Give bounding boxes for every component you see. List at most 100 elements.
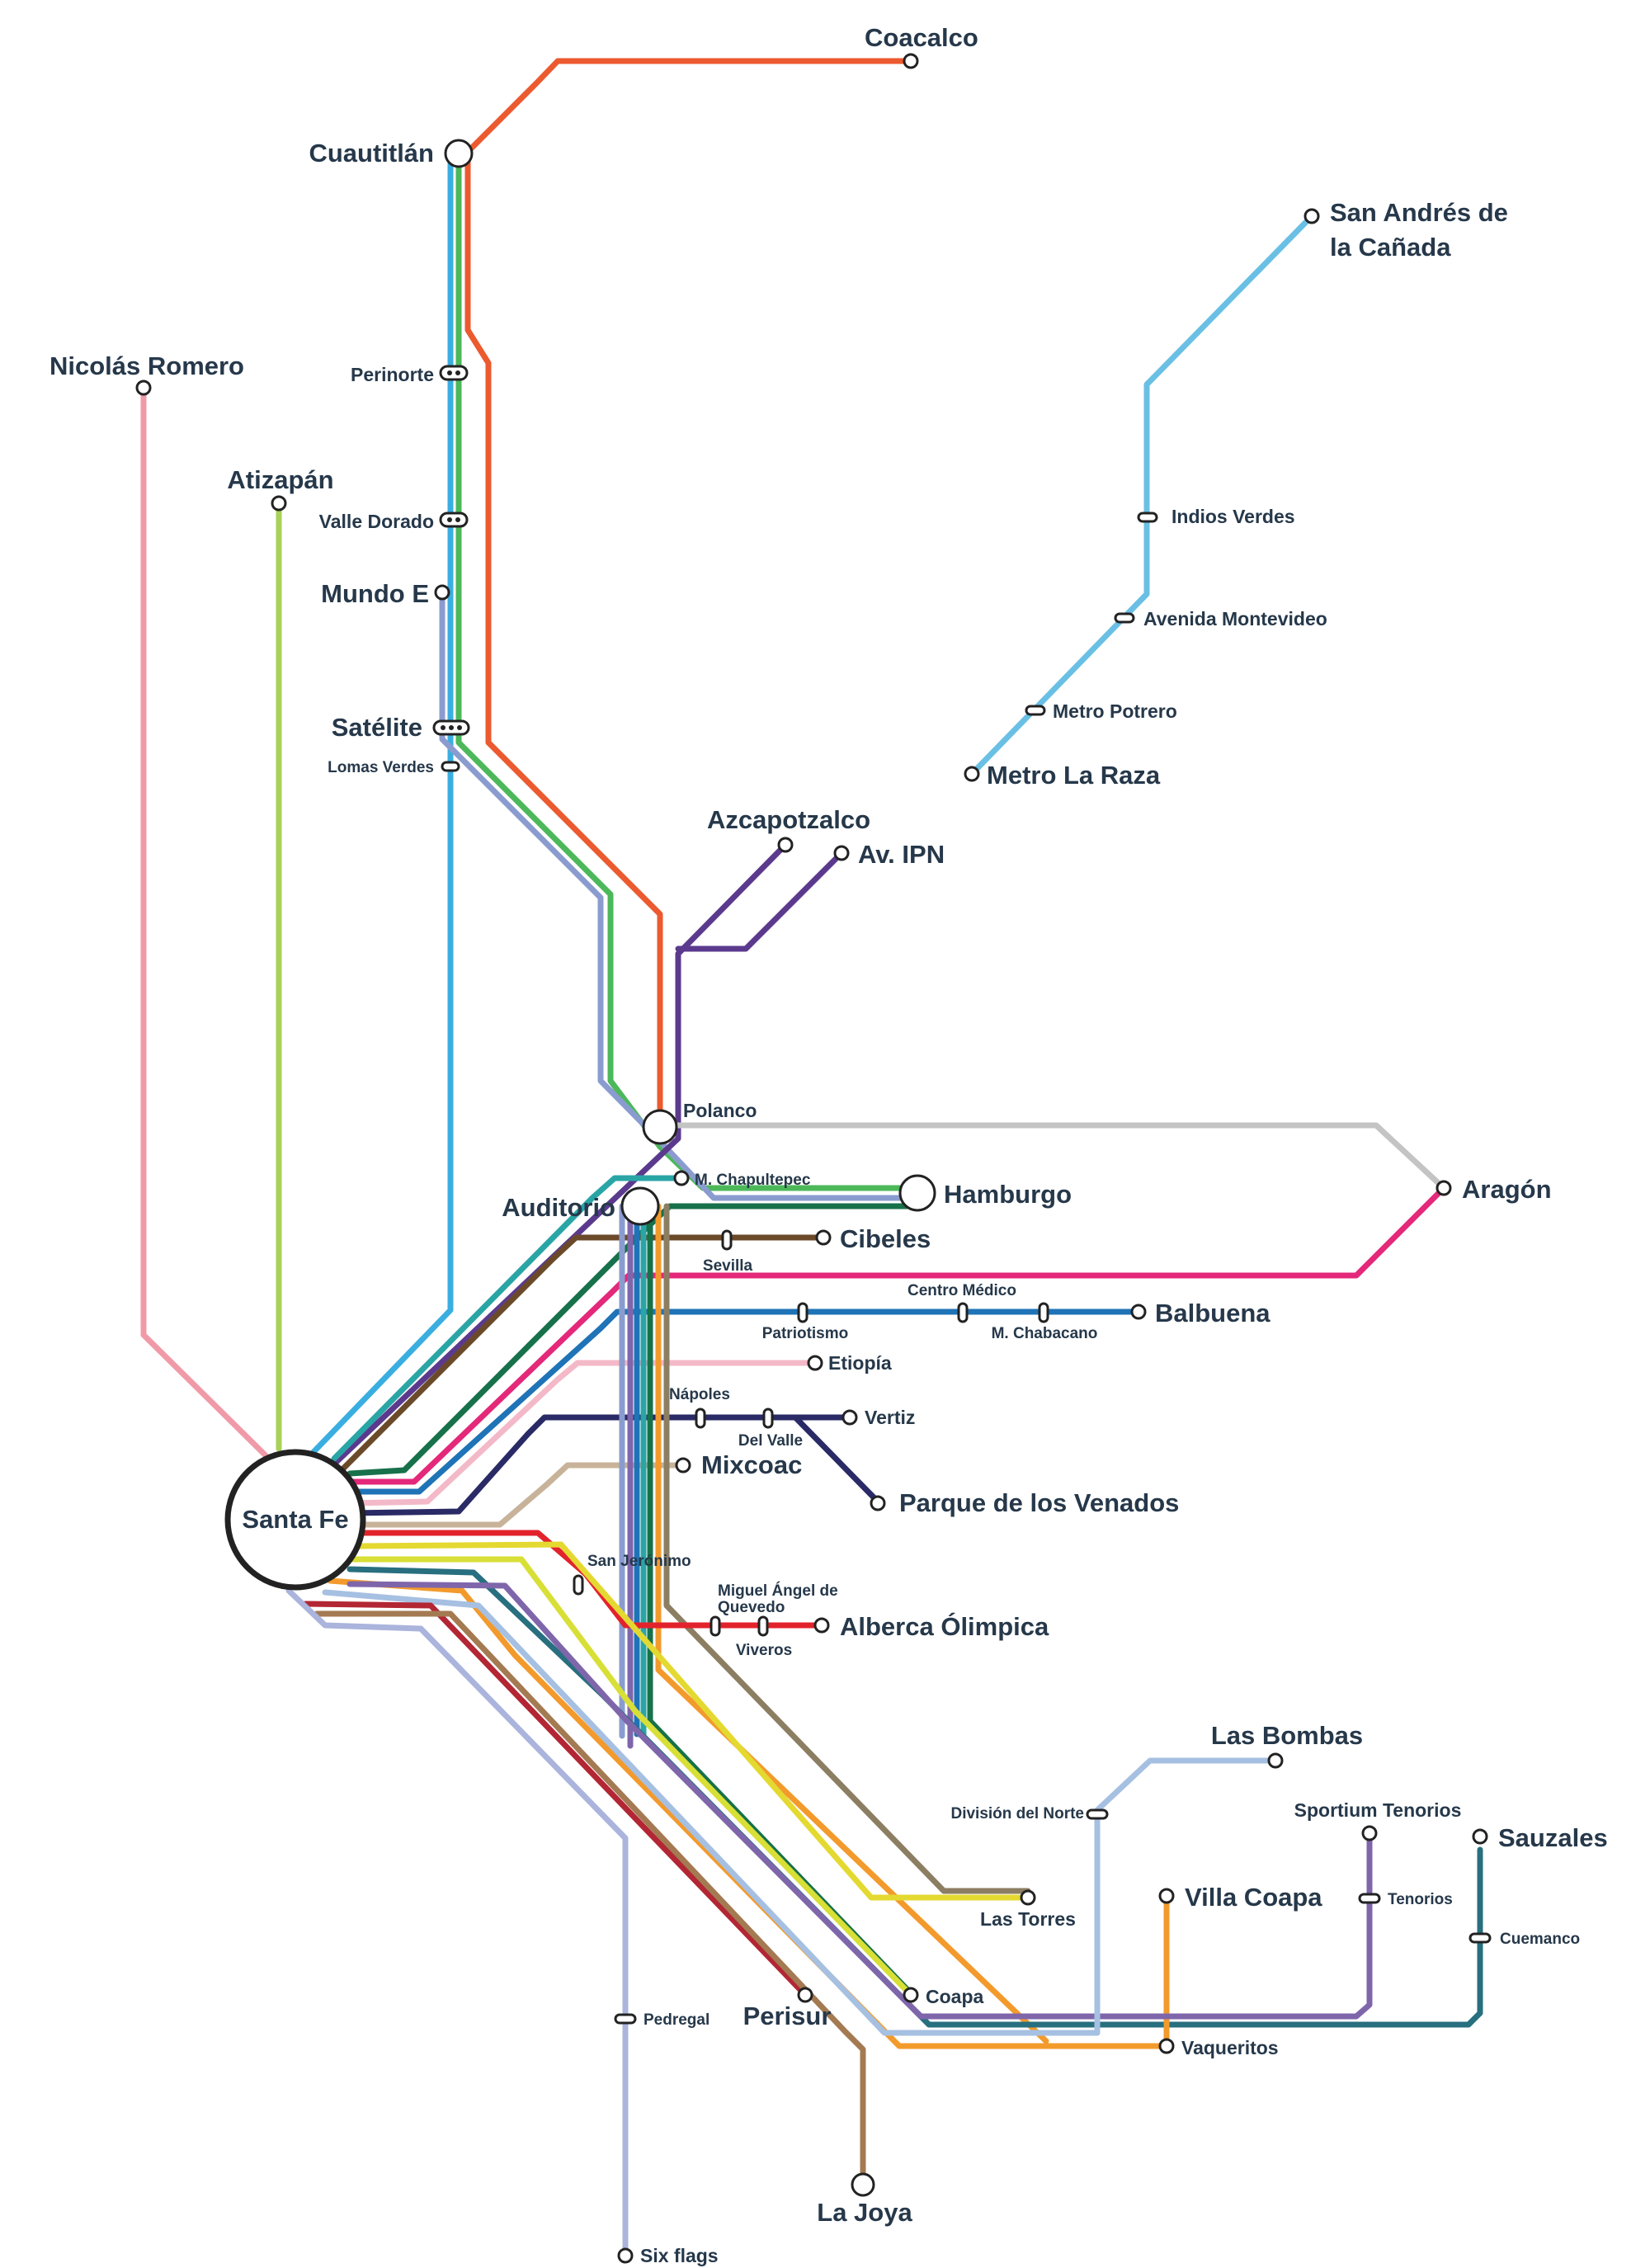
station-dot[interactable]: [673, 1170, 690, 1186]
label-parque-venados: Parque de los Venados: [899, 1488, 1179, 1517]
station-dot[interactable]: [797, 1987, 813, 2003]
station-dot[interactable]: [813, 1617, 830, 1634]
label-avenida-montevideo: Avenida Montevideo: [1143, 608, 1327, 629]
label-hamburgo: Hamburgo: [944, 1180, 1072, 1209]
label-san-jeronimo: San Jerónimo: [587, 1553, 691, 1570]
line-division-norte: [322, 1589, 1279, 2036]
label-viveros: Viveros: [736, 1642, 792, 1659]
label-av-ipn: Av. IPN: [858, 840, 945, 869]
label-centro-medico: Centro Médico: [908, 1282, 1016, 1299]
station-interchange[interactable]: [898, 1174, 936, 1212]
station-tick[interactable]: [614, 2013, 637, 2025]
label-perinorte: Perinorte: [351, 364, 434, 385]
station-dot[interactable]: [675, 1457, 691, 1473]
station-interchange[interactable]: [851, 2172, 875, 2197]
label-pedregal: Pedregal: [644, 2011, 710, 2029]
station-dot[interactable]: [617, 2247, 634, 2264]
station-tick[interactable]: [1137, 512, 1158, 523]
station-tick[interactable]: [695, 1407, 706, 1429]
station-dot[interactable]: [870, 1495, 886, 1511]
line-las-torres: [355, 1541, 1031, 1901]
line-aragon-gray: [657, 1122, 1447, 1191]
label-tenorios: Tenorios: [1388, 1891, 1453, 1908]
label-aragon: Aragón: [1462, 1175, 1552, 1204]
line-six-flags: [285, 1587, 629, 2259]
station-tick[interactable]: [1114, 612, 1135, 624]
route-lines: [140, 58, 1483, 2259]
station-dot[interactable]: [807, 1355, 823, 1371]
station-dot[interactable]: [1267, 1752, 1284, 1769]
line-nicolas-romero: [140, 384, 280, 1470]
line-trunk-taupe: [663, 1203, 1031, 1894]
station-dot[interactable]: [434, 584, 450, 601]
station-tick[interactable]: [1358, 1893, 1381, 1904]
label-indios-verdes: Indios Verdes: [1172, 506, 1295, 527]
station-tick[interactable]: [573, 1574, 584, 1596]
label-la-joya: La Joya: [817, 2198, 912, 2227]
station-labels: Coacalco Cuautitlán San Andrés de la Cañ…: [50, 23, 1608, 2266]
station-dot[interactable]: [271, 495, 287, 512]
station-tick[interactable]: [762, 1407, 774, 1429]
label-sauzales: Sauzales: [1498, 1823, 1608, 1852]
station-dot[interactable]: [1436, 1180, 1452, 1196]
station-interchange[interactable]: [620, 1186, 660, 1226]
label-cuemanco: Cuemanco: [1500, 1931, 1580, 1948]
station-dot[interactable]: [1472, 1828, 1488, 1845]
station-dot[interactable]: [903, 53, 919, 69]
station-pill[interactable]: [439, 512, 469, 528]
station-dot[interactable]: [1158, 1888, 1175, 1904]
station-dot[interactable]: [1020, 1889, 1036, 1906]
label-miguel-angel-2: Quevedo: [718, 1599, 785, 1616]
station-dot[interactable]: [815, 1229, 832, 1246]
station-dot[interactable]: [903, 1987, 919, 2003]
label-division-norte: División del Norte: [950, 1805, 1084, 1822]
label-san-andres-1: San Andrés de: [1330, 198, 1508, 227]
label-sportium-tenorios: Sportium Tenorios: [1294, 1799, 1462, 1821]
station-tick[interactable]: [721, 1229, 733, 1251]
station-dot[interactable]: [1304, 208, 1320, 224]
station-tick[interactable]: [1025, 705, 1046, 716]
line-mundo-hamburgo: [439, 589, 921, 1201]
station-tick[interactable]: [1468, 1932, 1492, 1944]
station-dot[interactable]: [135, 380, 152, 396]
station-dot[interactable]: [1130, 1304, 1147, 1320]
station-tick[interactable]: [957, 1302, 969, 1323]
label-balbuena: Balbuena: [1155, 1299, 1270, 1327]
station-dot[interactable]: [1158, 2038, 1175, 2054]
station-interchange[interactable]: [444, 139, 474, 168]
label-six-flags: Six flags: [640, 2245, 719, 2266]
line-la-raza: [969, 213, 1315, 777]
station-tick[interactable]: [1038, 1302, 1049, 1323]
station-dot[interactable]: [777, 837, 794, 853]
label-perisur: Perisur: [743, 2002, 832, 2030]
station-pill[interactable]: [439, 365, 469, 381]
station-tick[interactable]: [1086, 1808, 1109, 1820]
label-auditorio: Auditorio: [502, 1193, 615, 1222]
station-hub[interactable]: [224, 1449, 366, 1591]
label-napoles: Nápoles: [669, 1386, 730, 1403]
station-dot[interactable]: [1361, 1825, 1378, 1841]
label-villa-coapa: Villa Coapa: [1185, 1883, 1322, 1912]
label-patriotismo: Patriotismo: [762, 1325, 849, 1342]
label-miguel-angel-1: Miguel Ángel de: [718, 1582, 838, 1600]
label-azcapotzalco: Azcapotzalco: [707, 805, 870, 834]
station-interchange[interactable]: [642, 1109, 678, 1145]
station-dot[interactable]: [964, 766, 980, 782]
label-mixcoac: Mixcoac: [701, 1450, 802, 1479]
pill-dots: [441, 370, 462, 730]
label-vertiz: Vertiz: [865, 1407, 915, 1428]
label-satelite: Satélite: [332, 713, 422, 742]
station-tick[interactable]: [710, 1615, 721, 1637]
station-dot[interactable]: [842, 1409, 858, 1426]
label-sevilla: Sevilla: [703, 1257, 753, 1275]
label-mundo-e: Mundo E: [321, 579, 429, 608]
station-tick[interactable]: [757, 1615, 769, 1637]
station-dot[interactable]: [833, 845, 850, 861]
label-metro-la-raza: Metro La Raza: [987, 761, 1161, 790]
line-coacalco: [464, 58, 914, 1129]
label-cibeles: Cibeles: [840, 1224, 931, 1253]
station-tick[interactable]: [441, 761, 460, 772]
station-tick[interactable]: [797, 1302, 808, 1323]
line-vaqueritos-amber: [327, 1577, 1170, 2049]
